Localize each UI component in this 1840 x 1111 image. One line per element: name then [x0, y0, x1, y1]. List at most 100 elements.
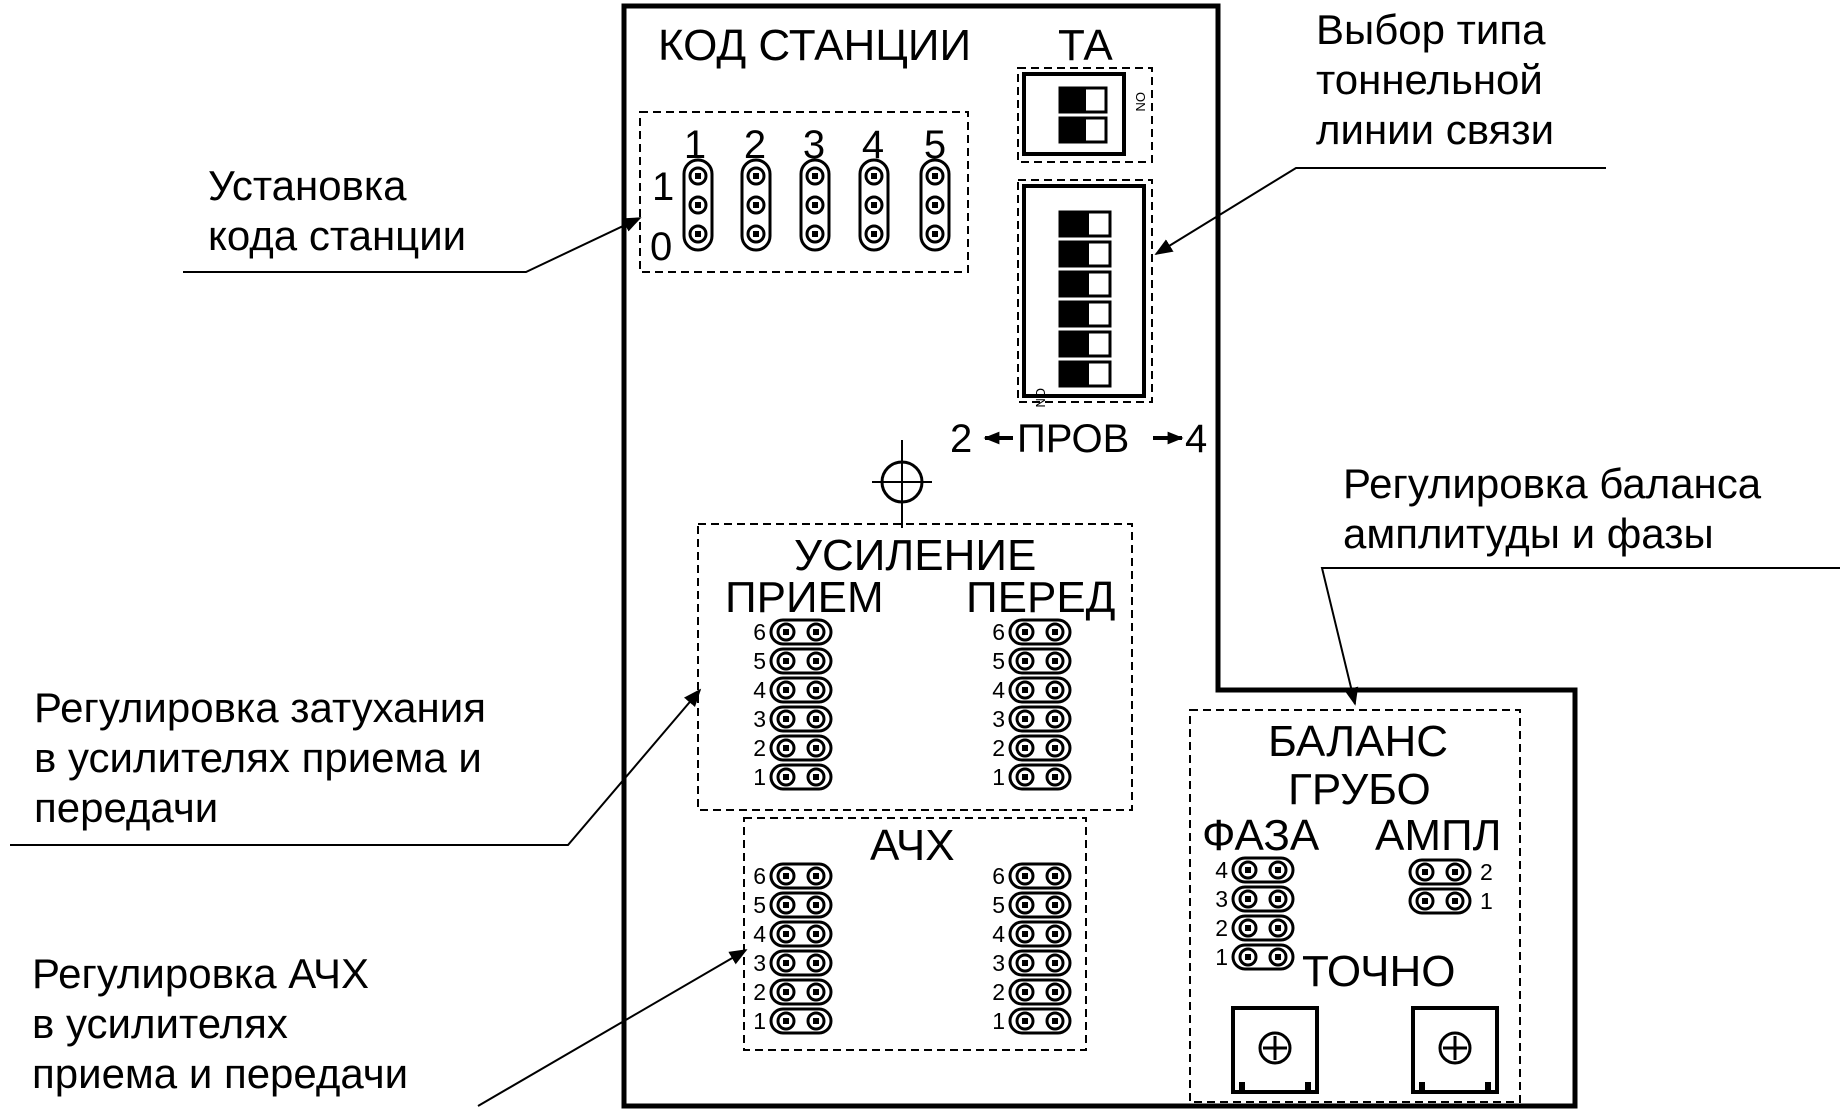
gain-rx-row-2[interactable]: 2: [753, 734, 833, 762]
afc-tx-level-label: 6: [992, 863, 1005, 889]
afc-rx-row-5[interactable]: 5: [753, 891, 833, 919]
gain-tx-row-6[interactable]: 6: [992, 618, 1072, 646]
station-code-jumper-4[interactable]: [858, 158, 890, 252]
prov-label: ПРОВ: [1017, 417, 1129, 461]
station-code-jumper-3[interactable]: [799, 158, 831, 252]
prov-left-number: 2: [950, 417, 972, 461]
afc-rx-row-1[interactable]: 1: [753, 1007, 833, 1035]
line-switch-position-2[interactable]: [1058, 240, 1112, 268]
station-code-jumper-5[interactable]: [919, 158, 951, 252]
code-column-4: 4: [862, 123, 884, 167]
callout-balance-line-2: амплитуды и фазы: [1343, 510, 1714, 557]
callout-station-code-line-2: кода станции: [208, 212, 466, 259]
ampl-level-label: 2: [1480, 859, 1493, 885]
phase-row-3[interactable]: 3: [1215, 885, 1295, 913]
ampl-level-label: 1: [1480, 888, 1493, 914]
ta-switch-position-2[interactable]: [1058, 116, 1108, 144]
gain-rx-level-label: 3: [753, 706, 766, 732]
afc-rx-row-3[interactable]: 3: [753, 949, 833, 977]
phase-pin-a: [1238, 918, 1258, 938]
afc-rx-row-6[interactable]: 6: [753, 862, 833, 890]
phase-pin-b: [1268, 889, 1288, 909]
gain-tx-row-5[interactable]: 5: [992, 647, 1072, 675]
code-column-3: 3: [803, 123, 825, 167]
gain-rx-pin-b: [806, 651, 826, 671]
line-switch-position-6[interactable]: [1058, 360, 1112, 388]
gain-rx-pin-b: [806, 709, 826, 729]
afc-rx-pin-a: [776, 895, 796, 915]
ta-dip-switch[interactable]: ON: [1022, 72, 1148, 156]
balance-title: БАЛАНС: [1268, 717, 1448, 766]
gain-tx-row-2[interactable]: 2: [992, 734, 1072, 762]
line-switch-position-4[interactable]: [1058, 300, 1112, 328]
gain-rx-pin-a: [776, 651, 796, 671]
ta-switch-position-1[interactable]: [1058, 86, 1108, 114]
gain-tx-level-label: 5: [992, 648, 1005, 674]
ampl-pin-b: [1445, 891, 1465, 911]
gain-tx-pin-b: [1045, 622, 1065, 642]
gain-tx-row-4[interactable]: 4: [992, 676, 1072, 704]
afc-rx-pin-b: [806, 953, 826, 973]
ampl-label: АМПЛ: [1375, 811, 1502, 860]
afc-rx-row-2[interactable]: 2: [753, 978, 833, 1006]
gain-rx-row-4[interactable]: 4: [753, 676, 833, 704]
afc-rx-pin-a: [776, 982, 796, 1002]
fine-ampl-trimmer-icon[interactable]: [1411, 1006, 1499, 1094]
afc-tx-row-2[interactable]: 2: [992, 978, 1072, 1006]
gain-rx-row-6[interactable]: 6: [753, 618, 833, 646]
station-code-pin: [688, 195, 708, 215]
afc-tx-row-4[interactable]: 4: [992, 920, 1072, 948]
ampl-row-2[interactable]: 2: [1408, 858, 1493, 886]
phase-row-4[interactable]: 4: [1215, 856, 1295, 884]
afc-tx-pin-b: [1045, 1011, 1065, 1031]
gain-tx-row-1[interactable]: 1: [992, 763, 1072, 791]
station-code-jumper-1[interactable]: [682, 158, 714, 252]
afc-tx-row-5[interactable]: 5: [992, 891, 1072, 919]
callout-attenuation-line-1: Регулировка затухания: [34, 684, 486, 731]
station-code-pin: [688, 166, 708, 186]
afc-tx-level-label: 3: [992, 950, 1005, 976]
gain-tx-pin-b: [1045, 738, 1065, 758]
gain-rx-row-1[interactable]: 1: [753, 763, 833, 791]
line-switch-position-5[interactable]: [1058, 330, 1112, 358]
gain-rx-pin-b: [806, 738, 826, 758]
fine-phase-trimmer-icon[interactable]: [1231, 1006, 1319, 1094]
gain-tx-row-3[interactable]: 3: [992, 705, 1072, 733]
afc-tx-row-1[interactable]: 1: [992, 1007, 1072, 1035]
gain-rx-row-3[interactable]: 3: [753, 705, 833, 733]
phase-pin-b: [1268, 860, 1288, 880]
ta-on-label: ON: [1133, 92, 1148, 112]
phase-row-2[interactable]: 2: [1215, 914, 1295, 942]
afc-tx-row-3[interactable]: 3: [992, 949, 1072, 977]
code-column-5: 5: [924, 123, 946, 167]
afc-tx-pin-b: [1045, 953, 1065, 973]
gain-rx-row-5[interactable]: 5: [753, 647, 833, 675]
gain-tx-pin-a: [1015, 651, 1035, 671]
station-code-pin: [805, 166, 825, 186]
line-type-dip-switch[interactable]: ON: [1022, 184, 1146, 408]
phase-row-1[interactable]: 1: [1215, 943, 1295, 971]
gain-rx-label: ПРИЕМ: [725, 573, 884, 622]
callout-line-type-line-1: Выбор типа: [1316, 6, 1546, 53]
line-switch-position-3[interactable]: [1058, 270, 1112, 298]
afc-frame: [743, 817, 1087, 1051]
gain-rx-pin-a: [776, 709, 796, 729]
afc-tx-row-6[interactable]: 6: [992, 862, 1072, 890]
station-code-frame: [639, 111, 969, 273]
station-code-jumper-2[interactable]: [740, 158, 772, 252]
afc-rx-row-4[interactable]: 4: [753, 920, 833, 948]
gain-tx-level-label: 6: [992, 619, 1005, 645]
gain-tx-pin-a: [1015, 680, 1035, 700]
ampl-jumper-block[interactable]: 21: [1408, 858, 1493, 915]
line-switch-position-1[interactable]: [1058, 210, 1112, 238]
ampl-row-1[interactable]: 1: [1408, 887, 1493, 915]
phase-pin-b: [1268, 918, 1288, 938]
station-code-title: КОД СТАНЦИИ: [658, 21, 971, 70]
afc-rx-pin-b: [806, 1011, 826, 1031]
station-code-pin: [746, 195, 766, 215]
